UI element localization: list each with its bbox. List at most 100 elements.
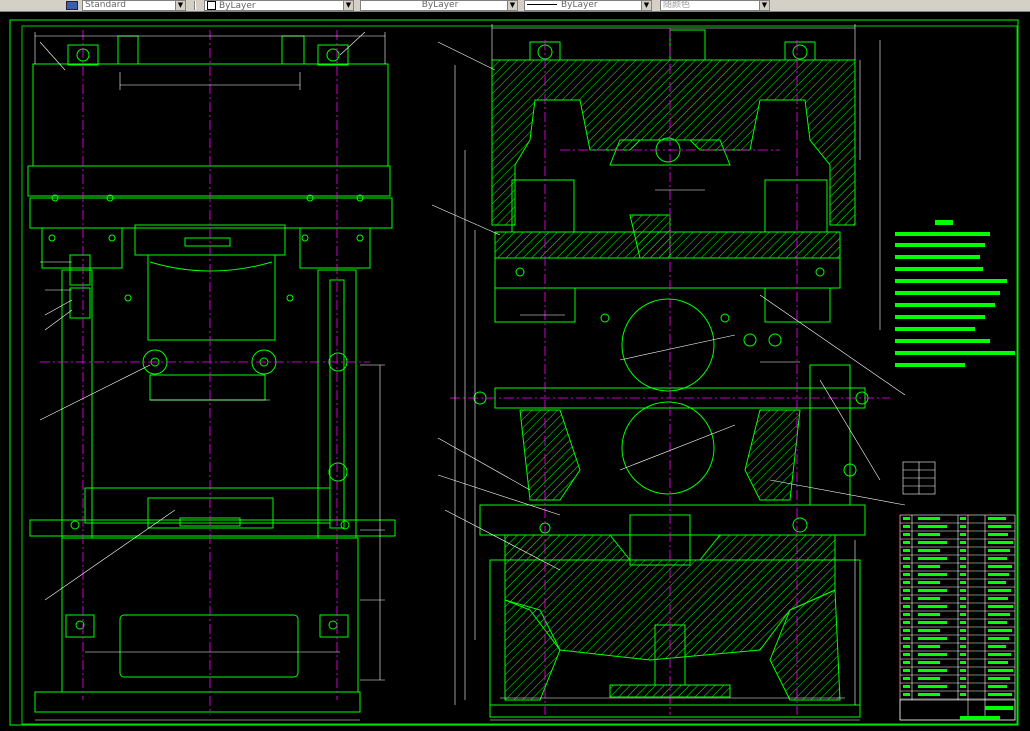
bom-cell-text — [960, 581, 966, 584]
bom-cell-text — [988, 653, 1011, 656]
base-hatch-left — [504, 599, 561, 701]
drawing-canvas[interactable] — [0, 12, 1030, 727]
bom-cell-text — [988, 685, 1007, 688]
bom-cell-text — [988, 565, 1012, 568]
properties-toolbar: Standard ▼ ByLayer ▼ ByLayer ▼ ByLayer ▼… — [0, 0, 1030, 12]
bom-cell-text — [903, 565, 910, 568]
bom-cell-text — [960, 589, 966, 592]
bom-cell-text — [903, 685, 910, 688]
bom-cell-text — [918, 589, 947, 592]
chevron-down-icon[interactable]: ▼ — [343, 1, 353, 10]
bottom-plate — [489, 704, 861, 718]
side-view-dimensions — [454, 24, 881, 721]
bom-cell-text — [918, 621, 947, 624]
column-head-right — [764, 179, 828, 233]
layer-swatch-icon — [207, 1, 216, 10]
plot-style-dropdown[interactable]: 随颜色 ▼ — [660, 0, 770, 11]
bom-cell-text — [988, 629, 1012, 632]
bom-cell-text — [988, 693, 1012, 696]
side-view-leaders — [431, 41, 906, 571]
cad-drawing — [9, 19, 1019, 726]
bom-cell-text — [903, 693, 910, 696]
bom-cell-text — [918, 541, 947, 544]
front-view-dimensions — [34, 32, 386, 721]
bom-cell-text — [960, 693, 966, 696]
chevron-down-icon[interactable]: ▼ — [507, 1, 517, 10]
chevron-down-icon[interactable]: ▼ — [175, 1, 185, 10]
bom-cell-text — [960, 637, 966, 640]
bom-text — [903, 517, 1013, 696]
bom-cell-text — [903, 541, 910, 544]
bom-cell-text — [918, 573, 947, 576]
bom-cell-text — [988, 637, 1009, 640]
slide-block — [29, 197, 393, 229]
bom-cell-text — [960, 525, 966, 528]
bom-cell-text — [988, 581, 1006, 584]
bom-cell-text — [988, 669, 1013, 672]
bom-cell-text — [903, 669, 910, 672]
bom-cell-text — [988, 533, 1008, 536]
base-window — [119, 614, 299, 678]
bed-plate — [29, 519, 396, 537]
bom-cell-text — [988, 525, 1011, 528]
bom-cell-text — [903, 573, 910, 576]
text-style-icon[interactable] — [66, 1, 78, 10]
bom-cell-text — [918, 629, 940, 632]
bom-cell-text — [960, 685, 966, 688]
base-hatch-right — [769, 589, 841, 701]
layer-dropdown[interactable]: ByLayer ▼ — [204, 0, 354, 11]
crown-lug-mid2 — [281, 35, 305, 65]
bom-cell-text — [960, 565, 966, 568]
chevron-down-icon[interactable]: ▼ — [759, 1, 769, 10]
bom-cell-text — [960, 549, 966, 552]
bolster — [84, 487, 331, 524]
bom-cell-text — [918, 605, 947, 608]
crown — [32, 63, 389, 167]
feed-box — [149, 374, 266, 401]
upper-roller — [621, 298, 715, 392]
bom-cell-text — [903, 637, 910, 640]
side-gauge — [69, 254, 91, 286]
column-right-inner — [329, 279, 345, 529]
text-style-dropdown[interactable]: Standard ▼ — [82, 0, 186, 11]
bom-cell-text — [918, 613, 940, 616]
bom-cell-text — [918, 669, 947, 672]
bom-cell-text — [960, 669, 966, 672]
lineweight-dropdown[interactable]: ByLayer ▼ — [524, 0, 652, 11]
frame-arm-left — [519, 409, 581, 501]
bom-cell-text — [988, 677, 1010, 680]
bom-cell-text — [988, 613, 1010, 616]
bom-cell-text — [918, 557, 947, 560]
ref-table — [902, 461, 936, 495]
lower-die — [147, 497, 274, 529]
bom-cell-text — [918, 653, 947, 656]
bom-cell-text — [903, 629, 910, 632]
bom-cell-text — [903, 517, 910, 520]
bom-cell-text — [918, 565, 940, 568]
bom-rows — [900, 522, 1015, 700]
linetype-dropdown[interactable]: ByLayer ▼ — [360, 0, 518, 11]
bom-cell-text — [988, 597, 1008, 600]
upper-die-curve — [149, 261, 273, 272]
plot-style-value: 随颜色 — [663, 0, 691, 10]
chevron-down-icon[interactable]: ▼ — [641, 1, 651, 10]
bom-cell-text — [903, 613, 910, 616]
crown-lug-r — [784, 41, 816, 61]
bom-table — [899, 514, 1016, 721]
bom-cell-text — [918, 637, 947, 640]
bom-cell-text — [960, 605, 966, 608]
bom-cell-text — [960, 541, 966, 544]
bom-cell-text — [988, 573, 1009, 576]
frame-arm-right — [744, 409, 801, 501]
crown-lug-c — [669, 29, 706, 61]
guide-left — [494, 287, 576, 323]
bom-cell-text — [903, 653, 910, 656]
side-section-view — [479, 29, 866, 718]
column-left — [61, 269, 93, 539]
bom-cell-text — [918, 685, 947, 688]
bom-cell-text — [988, 589, 1011, 592]
bom-cell-text — [918, 581, 940, 584]
crown-section — [491, 59, 856, 226]
crown-lug-right — [317, 44, 349, 66]
bom-cell-text — [918, 693, 940, 696]
